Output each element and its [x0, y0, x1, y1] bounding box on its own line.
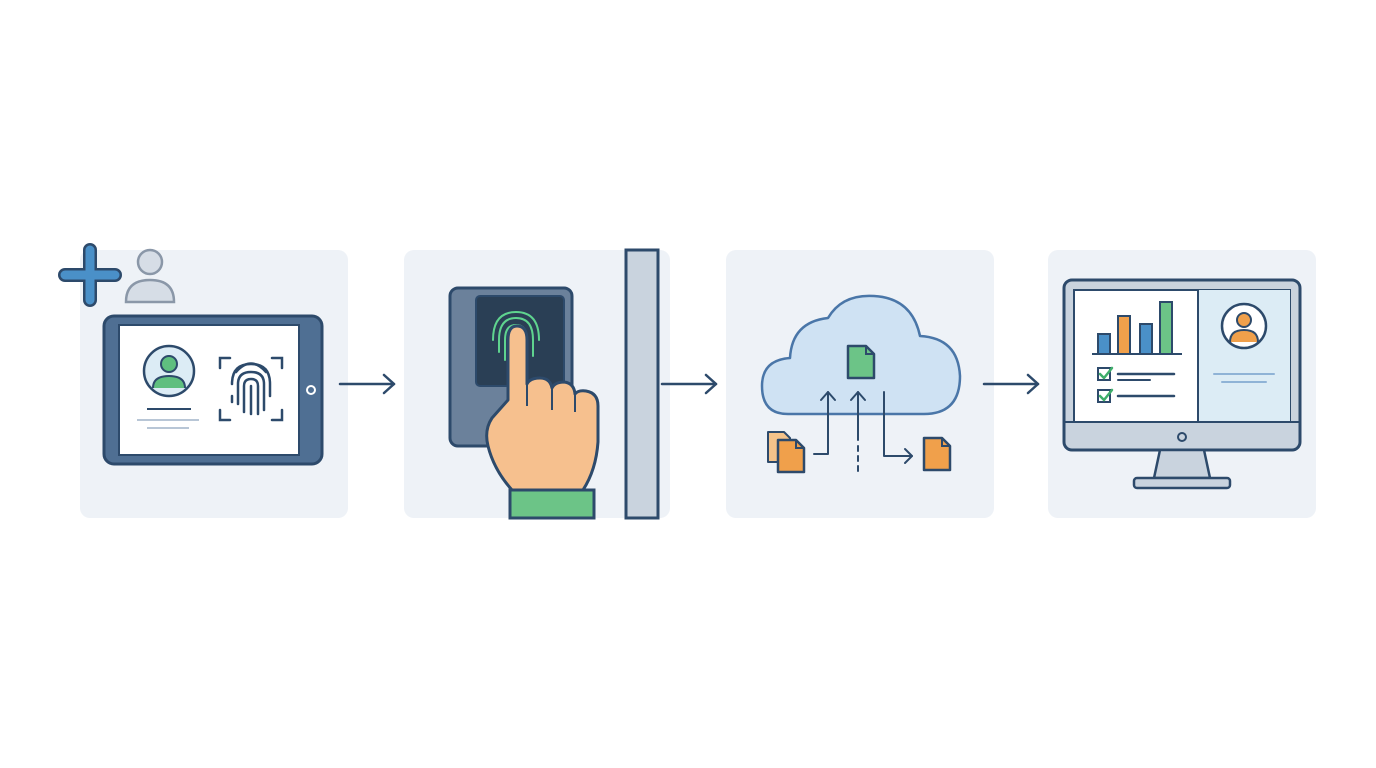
step-enrollment	[58, 243, 348, 518]
door-frame	[624, 248, 660, 520]
step-dashboard	[1048, 250, 1316, 518]
add-user-icon	[124, 248, 176, 304]
step-fingerprint-scan	[404, 248, 670, 520]
document-icon	[846, 344, 876, 380]
connector-arrow-1	[338, 373, 396, 395]
connector-arrow-3	[982, 373, 1040, 395]
bar-chart-icon	[1092, 301, 1182, 355]
synced-document-icon	[922, 436, 952, 472]
profile-avatar-icon	[137, 344, 199, 429]
checklist-icon	[1097, 366, 1176, 403]
upload-arrow-icon	[813, 391, 866, 475]
plus-icon	[58, 243, 122, 307]
step-cloud-sync	[726, 250, 994, 518]
local-documents-icon	[767, 431, 806, 474]
download-arrow-icon	[883, 391, 913, 464]
connector-arrow-2	[660, 373, 718, 395]
fingerprint-scan-icon	[218, 356, 284, 422]
hand-pointing-icon	[485, 324, 600, 520]
profile-avatar-icon	[1213, 302, 1275, 383]
tablet-icon	[102, 314, 324, 466]
